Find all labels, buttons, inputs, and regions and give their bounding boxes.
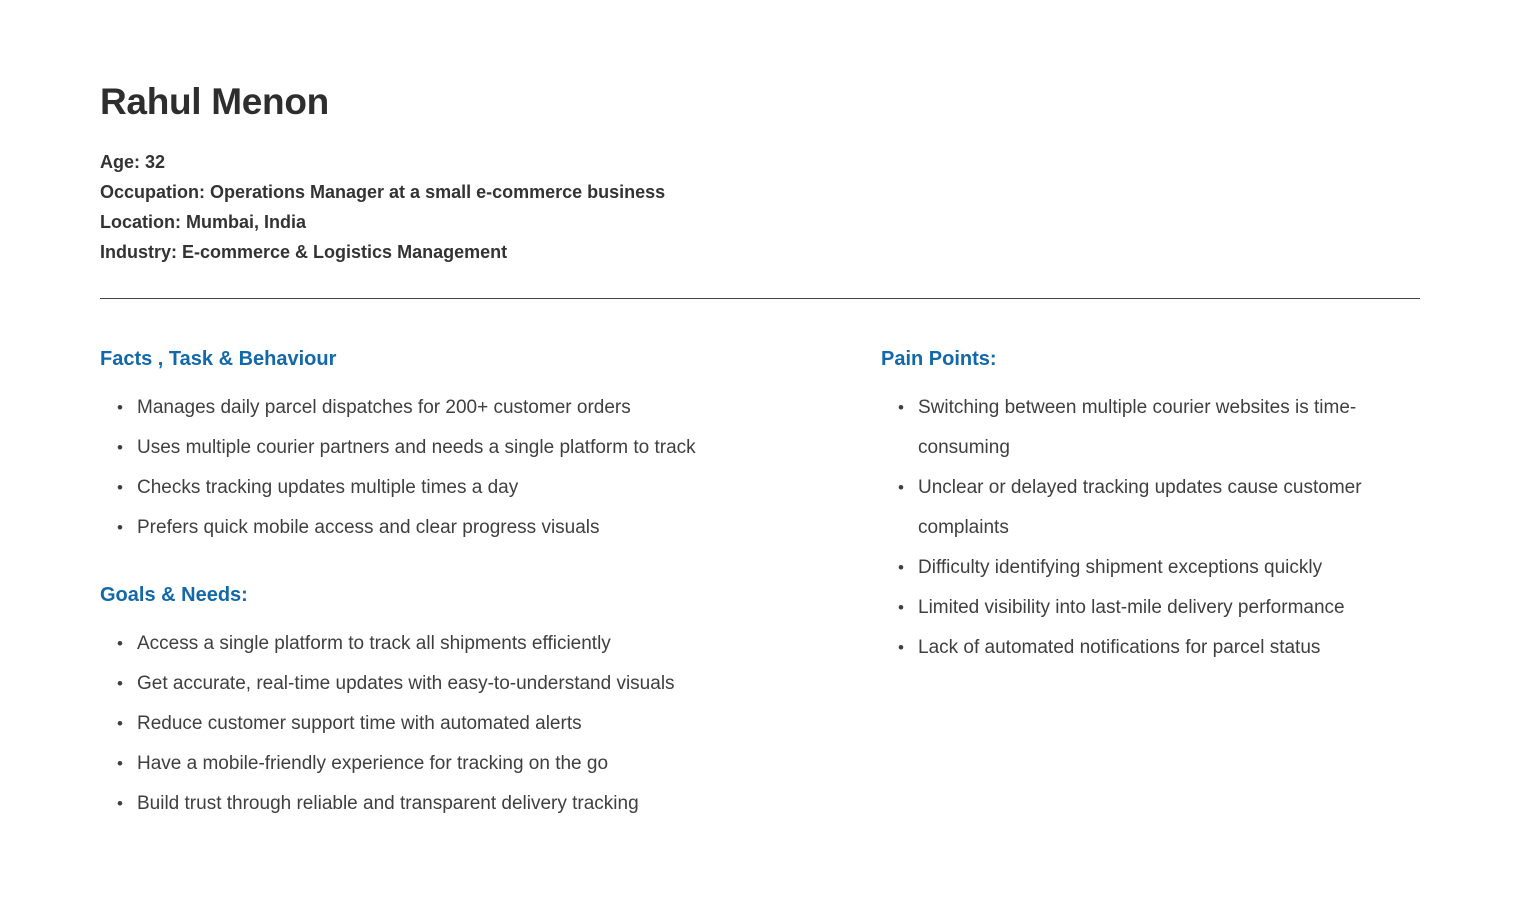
pain-points-list: Switching between multiple courier websi… (881, 388, 1381, 668)
divider (100, 297, 1420, 299)
list-item: Uses multiple courier partners and needs… (117, 428, 881, 468)
persona-document: Rahul Menon Age: 32 Occupation: Operatio… (0, 81, 1520, 902)
right-column: Pain Points: Switching between multiple … (881, 347, 1381, 824)
list-item: Limited visibility into last-mile delive… (898, 588, 1366, 628)
persona-detail-age: Age: 32 (100, 151, 166, 172)
list-item: Reduce customer support time with automa… (117, 704, 881, 744)
list-item: Switching between multiple courier websi… (898, 388, 1366, 468)
persona-detail-location: Location: Mumbai, India (100, 211, 306, 232)
list-item: Get accurate, real-time updates with eas… (117, 664, 881, 704)
pain-points-section-title: Pain Points: (881, 347, 997, 370)
list-item: Prefers quick mobile access and clear pr… (117, 508, 881, 548)
goals-list: Access a single platform to track all sh… (100, 624, 881, 824)
list-item: Manages daily parcel dispatches for 200+… (117, 388, 881, 428)
facts-section-title: Facts , Task & Behaviour (100, 347, 337, 370)
list-item: Checks tracking updates multiple times a… (117, 468, 881, 508)
persona-detail-industry: Industry: E-commerce & Logistics Managem… (100, 241, 508, 262)
list-item: Difficulty identifying shipment exceptio… (898, 548, 1366, 588)
list-item: Lack of automated notifications for parc… (898, 628, 1366, 668)
facts-list: Manages daily parcel dispatches for 200+… (100, 388, 881, 548)
list-item: Build trust through reliable and transpa… (117, 784, 881, 824)
persona-name: Rahul Menon (100, 81, 329, 122)
list-item: Unclear or delayed tracking updates caus… (898, 468, 1366, 548)
left-column: Facts , Task & Behaviour Manages daily p… (100, 347, 881, 824)
list-item: Have a mobile-friendly experience for tr… (117, 744, 881, 784)
content-columns: Facts , Task & Behaviour Manages daily p… (100, 347, 1420, 824)
goals-section-title: Goals & Needs: (100, 583, 248, 606)
persona-detail-occupation: Occupation: Operations Manager at a smal… (100, 181, 666, 202)
list-item: Access a single platform to track all sh… (117, 624, 881, 664)
persona-details: Age: 32 Occupation: Operations Manager a… (100, 147, 1420, 267)
